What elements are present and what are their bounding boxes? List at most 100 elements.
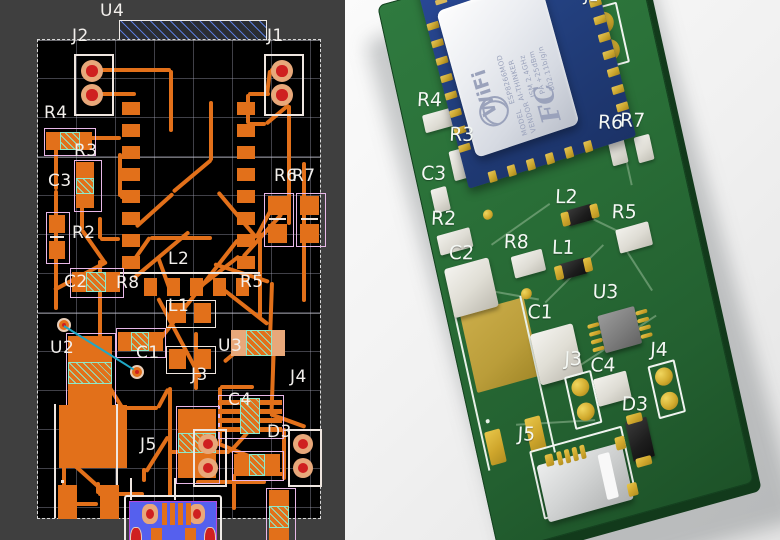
pad-j3-2[interactable] (198, 458, 218, 478)
pad-c4-2[interactable] (262, 454, 280, 476)
body-d3[interactable] (269, 506, 289, 528)
pad-j5-leg[interactable] (185, 528, 196, 540)
pcb-layout-editor[interactable]: U4 J2 J1 R4 R3 C3 R6 R7 R2 L2 C2 R8 R5 L… (0, 0, 345, 540)
module-pad[interactable] (122, 234, 140, 247)
pad-j3-1[interactable] (198, 434, 218, 454)
pad-u3[interactable] (260, 409, 282, 414)
designator-j3[interactable]: J3 (191, 365, 208, 385)
pad-j5-shield-r[interactable] (204, 527, 216, 540)
designator-l1[interactable]: L1 (168, 296, 190, 316)
body-r4[interactable] (60, 132, 80, 150)
pad-r6-1[interactable] (268, 196, 287, 215)
pad-u3[interactable] (218, 400, 240, 405)
module-pad[interactable] (237, 256, 255, 269)
pad-d3-2[interactable] (269, 526, 289, 540)
module-pad[interactable] (190, 278, 203, 296)
copper-trace[interactable] (98, 492, 144, 496)
pad-l2-2[interactable] (194, 303, 211, 323)
pad-r6-2[interactable] (268, 224, 287, 243)
pad-j5-shield-l[interactable] (130, 527, 142, 540)
body-r5[interactable] (246, 330, 272, 356)
module-pad[interactable] (237, 212, 255, 225)
designator-c2[interactable]: C2 (64, 272, 88, 292)
pad-r3-2[interactable] (76, 190, 94, 208)
pad-j5-signal[interactable] (178, 503, 183, 525)
pad-j5-signal[interactable] (186, 503, 191, 525)
pad-u3[interactable] (218, 418, 240, 423)
body-r3[interactable] (76, 178, 94, 194)
body-r8[interactable] (131, 332, 149, 351)
designator-l2[interactable]: L2 (168, 249, 190, 269)
designator-r3[interactable]: R3 (74, 141, 98, 161)
copper-trace[interactable] (248, 122, 266, 126)
pad-u2[interactable] (59, 405, 127, 468)
pad-r8-2[interactable] (146, 332, 163, 351)
body-r2[interactable] (86, 272, 106, 292)
designator-r6[interactable]: R6 (274, 166, 298, 186)
copper-trace[interactable] (86, 92, 136, 96)
pad-r7-2[interactable] (300, 224, 319, 243)
pad-c2-2[interactable] (68, 382, 112, 408)
body-c4[interactable] (249, 454, 265, 476)
pad-j5-leg[interactable] (151, 528, 162, 540)
pad-c3-2[interactable] (49, 241, 65, 259)
designator-c3[interactable]: C3 (48, 171, 72, 191)
pad-l1-2[interactable] (194, 349, 211, 369)
connector-pad-j1-2[interactable] (271, 84, 293, 106)
pad-j4-2[interactable] (293, 458, 313, 478)
module-pad[interactable] (122, 102, 140, 115)
copper-trace[interactable] (248, 92, 270, 96)
copper-trace[interactable] (98, 217, 102, 239)
designator-j5[interactable]: J5 (140, 435, 157, 455)
designator-c4[interactable]: C4 (228, 390, 252, 410)
module-pad[interactable] (122, 124, 140, 137)
pad-j5-mount-1[interactable] (142, 504, 158, 524)
pad-r8-1[interactable] (118, 332, 135, 351)
pad-u3[interactable] (218, 427, 240, 432)
pad-j5-mount-2[interactable] (189, 504, 205, 524)
designator-r5[interactable]: R5 (240, 272, 264, 292)
pad-u2-lead[interactable] (58, 485, 77, 519)
designator-u3[interactable]: U3 (218, 336, 243, 356)
designator-j2[interactable]: J2 (72, 26, 89, 46)
3d-scene[interactable]: WiFi ESP8266MOD AI-THINKER ISM 2.4GHz PA… (345, 0, 780, 540)
copper-trace[interactable] (142, 468, 146, 482)
connector-pad-j2-1[interactable] (81, 60, 103, 82)
3d-board-viewer[interactable]: WiFi ESP8266MOD AI-THINKER ISM 2.4GHz PA… (345, 0, 780, 540)
pad-u3[interactable] (260, 427, 282, 432)
designator-c1[interactable]: C1 (136, 343, 160, 363)
pad-j4-1[interactable] (293, 434, 313, 454)
module-pad[interactable] (237, 168, 255, 181)
pad-r2-1[interactable] (72, 272, 90, 292)
pad-d3-1[interactable] (269, 490, 289, 508)
module-pad[interactable] (237, 146, 255, 159)
pad-c3-1[interactable] (49, 215, 65, 233)
pad-j5-signal[interactable] (162, 503, 167, 525)
module-pad[interactable] (237, 190, 255, 203)
module-pad[interactable] (122, 256, 140, 269)
designator-u4[interactable]: U4 (100, 1, 125, 21)
pad-l2-1[interactable] (169, 303, 186, 323)
pad-c4-1[interactable] (234, 454, 252, 476)
module-pad[interactable] (237, 234, 255, 247)
module-pad[interactable] (213, 278, 226, 296)
board-canvas[interactable] (37, 39, 326, 540)
module-pad[interactable] (144, 278, 157, 296)
pad-r3-1[interactable] (76, 162, 94, 180)
designator-u2[interactable]: U2 (50, 338, 75, 358)
designator-r8[interactable]: R8 (116, 273, 140, 293)
connector-pad-j2-2[interactable] (81, 84, 103, 106)
connector-pad-j1-1[interactable] (271, 60, 293, 82)
module-pad[interactable] (122, 146, 140, 159)
pad-u3[interactable] (218, 409, 240, 414)
body-c2[interactable] (68, 362, 112, 384)
designator-j4[interactable]: J4 (290, 367, 307, 387)
copper-trace[interactable] (100, 237, 120, 241)
pad-j5-signal[interactable] (170, 503, 175, 525)
designator-r2[interactable]: R2 (72, 223, 96, 243)
pad-r7-1[interactable] (300, 196, 319, 215)
designator-d3[interactable]: D3 (267, 422, 292, 442)
module-pad[interactable] (122, 190, 140, 203)
module-pad[interactable] (237, 102, 255, 115)
copper-trace[interactable] (196, 480, 266, 484)
